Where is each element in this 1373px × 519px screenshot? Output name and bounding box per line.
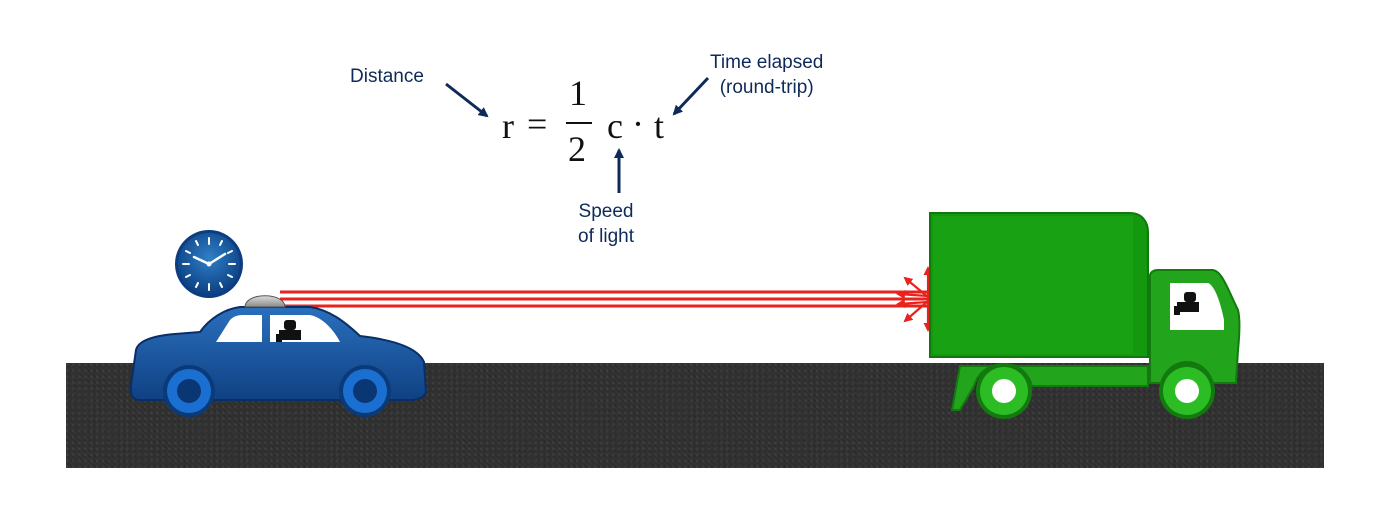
equation-c: c bbox=[607, 106, 623, 146]
speed-of-light-label: Speed of light bbox=[578, 199, 634, 249]
equation-numerator: 1 bbox=[569, 73, 587, 113]
car bbox=[129, 295, 428, 417]
reflection-arrows bbox=[896, 266, 933, 332]
truck-driver-icon bbox=[1174, 292, 1199, 315]
time-elapsed-line2: (round-trip) bbox=[719, 77, 814, 98]
truck-rear-wheel bbox=[976, 363, 1032, 419]
time-arrow bbox=[672, 76, 710, 116]
car-driver-icon bbox=[276, 320, 301, 342]
speed-line2: of light bbox=[578, 226, 634, 247]
fraction-bar bbox=[566, 122, 592, 124]
equation-t: t bbox=[654, 106, 665, 146]
truck bbox=[929, 212, 1241, 419]
lidar-dome bbox=[244, 295, 286, 308]
laser-beams bbox=[280, 290, 928, 308]
time-elapsed-line1: Time elapsed bbox=[710, 52, 824, 73]
equation-dot: · bbox=[632, 104, 644, 144]
clock-icon bbox=[175, 230, 243, 298]
equation-r: r bbox=[502, 106, 514, 146]
distance-arrow bbox=[445, 82, 489, 118]
equation-equals: = bbox=[527, 104, 548, 144]
distance-label: Distance bbox=[350, 66, 424, 87]
time-elapsed-label: Time elapsed (round-trip) bbox=[710, 50, 823, 100]
speed-line1: Speed bbox=[578, 201, 634, 222]
car-rear-wheel bbox=[339, 365, 391, 417]
truck-front-wheel bbox=[1159, 363, 1215, 419]
car-front-wheel bbox=[163, 365, 215, 417]
equation-denominator: 2 bbox=[568, 129, 586, 169]
